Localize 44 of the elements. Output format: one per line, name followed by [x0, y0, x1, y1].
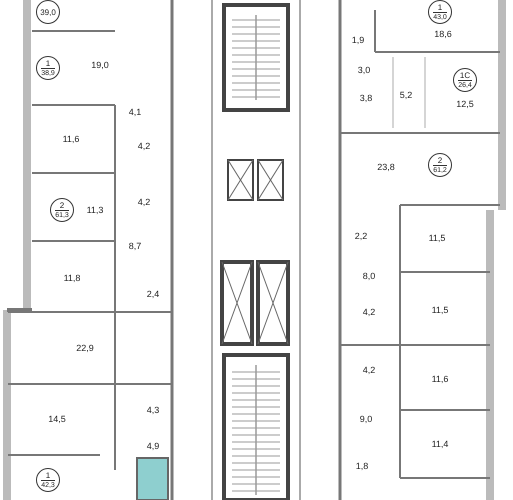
room-area: 5,2	[400, 90, 412, 100]
room-count: 1	[438, 2, 442, 12]
room-area: 11,6	[432, 374, 448, 384]
room-area: 3,8	[360, 93, 372, 103]
apartment-badge	[453, 68, 477, 92]
room-area: 4,1	[128, 107, 142, 117]
room-area: 4,2	[362, 365, 376, 375]
room-area: 4,2	[138, 197, 150, 207]
apartment-badge	[50, 198, 74, 222]
room-area: 2,2	[354, 231, 368, 241]
room-area: 8,0	[362, 271, 376, 281]
room-count: 1	[46, 58, 50, 68]
apartment-badge	[428, 153, 452, 177]
room-area: 4,3	[146, 405, 160, 415]
room-area: 18,6	[434, 29, 452, 39]
room-area: 1,8	[356, 461, 368, 471]
room-area: 2,4	[146, 289, 160, 299]
apartment-badge	[36, 56, 60, 80]
room-area: 1,9	[352, 35, 364, 45]
room-area: 9,0	[360, 414, 372, 424]
room-area: 11,5	[428, 233, 446, 243]
room-area: 19,0	[91, 60, 109, 70]
room-area: 4,2	[362, 307, 376, 317]
room-area: 4,9	[146, 441, 160, 451]
room-area: 11,5	[432, 305, 448, 315]
room-area: 22,9	[76, 343, 94, 353]
room-area: 12,5	[456, 99, 474, 109]
apartment-area: 39,0	[40, 8, 56, 16]
room-area: 8,7	[128, 241, 142, 251]
apartment-badge	[428, 0, 452, 24]
room-count: 2	[438, 156, 442, 164]
room-area: 11,4	[432, 439, 448, 449]
room-area: 11,8	[64, 273, 80, 283]
room-count: 1С	[460, 70, 470, 80]
apartment-badge	[36, 468, 60, 492]
room-area: 23,8	[377, 162, 395, 172]
room-area: 14,5	[48, 414, 66, 424]
apartment-badge	[36, 0, 60, 24]
room-count: 1	[46, 470, 50, 480]
room-area: 4,2	[138, 141, 150, 151]
room-count: 2	[60, 200, 64, 210]
room-area: 11,3	[86, 205, 104, 215]
room-area: 3,0	[358, 65, 370, 75]
room-area: 11,6	[62, 134, 80, 144]
